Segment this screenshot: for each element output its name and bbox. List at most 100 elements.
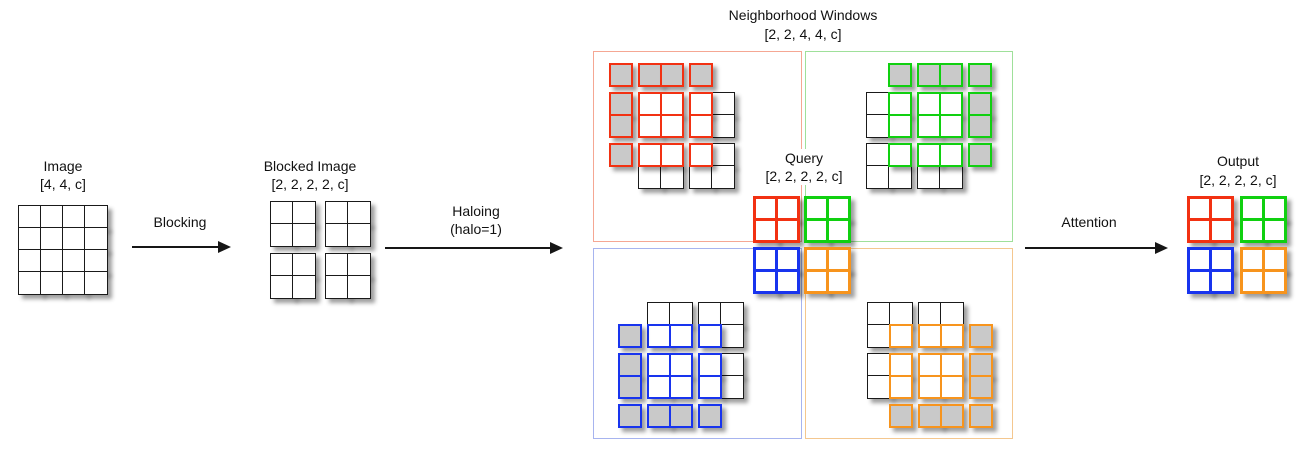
outside-window-cell	[866, 92, 890, 116]
attention-arrow-head	[1155, 242, 1168, 254]
halo-pad-cell	[968, 143, 992, 167]
window-cell	[669, 324, 693, 348]
query-shape: [2, 2, 2, 2, c]	[765, 168, 843, 184]
window-cell	[939, 114, 963, 138]
window-cell	[698, 353, 722, 377]
outside-window-cell	[40, 205, 64, 229]
output-shape: [2, 2, 2, 2, c]	[1199, 172, 1277, 188]
halo-pad-cell	[618, 375, 642, 399]
window-frame-top-right	[805, 51, 1013, 242]
window-cell	[660, 92, 684, 116]
halo-pad-cell	[698, 404, 722, 428]
window-cell	[888, 92, 912, 116]
window-cell	[940, 353, 964, 377]
outside-window-cell	[270, 275, 294, 299]
halo-pad-cell	[609, 114, 633, 138]
halo-pad-cell	[660, 63, 684, 87]
window-cell	[775, 269, 800, 294]
query-title: Query	[784, 150, 824, 166]
outside-window-cell	[84, 227, 108, 251]
outside-window-cell	[711, 165, 735, 189]
blocking-arrow-head	[218, 241, 231, 253]
query-label: Query [2, 2, 2, 2, c]	[750, 149, 858, 185]
haloing-subtext: (halo=1)	[450, 221, 502, 237]
window-cell	[698, 324, 722, 348]
outside-window-cell	[917, 165, 941, 189]
outside-window-cell	[40, 271, 64, 295]
halo-pad-cell	[968, 92, 992, 116]
outside-window-cell	[325, 201, 349, 225]
neighborhood-windows-shape: [2, 2, 4, 4, c]	[764, 26, 842, 42]
window-cell	[638, 114, 662, 138]
outside-window-cell	[888, 165, 912, 189]
attention-arrow-label: Attention	[1039, 213, 1139, 231]
outside-window-cell	[660, 165, 684, 189]
window-cell	[660, 114, 684, 138]
outside-window-cell	[867, 375, 891, 399]
window-cell	[647, 375, 671, 399]
halo-pad-cell	[917, 63, 941, 87]
window-cell	[1209, 196, 1234, 221]
image-shape: [4, 4, c]	[40, 176, 86, 192]
halo-pad-cell	[969, 324, 993, 348]
outside-window-cell	[270, 223, 294, 247]
attention-text: Attention	[1061, 214, 1117, 230]
window-cell	[917, 143, 941, 167]
halo-pad-cell	[638, 63, 662, 87]
halo-pad-cell	[968, 114, 992, 138]
window-frame-top-left	[593, 51, 802, 242]
window-cell	[638, 92, 662, 116]
outside-window-cell	[711, 143, 735, 167]
outside-window-cell	[866, 143, 890, 167]
outside-window-cell	[292, 201, 316, 225]
window-cell	[889, 375, 913, 399]
window-cell	[939, 92, 963, 116]
window-cell	[1262, 247, 1287, 272]
outside-window-cell	[292, 275, 316, 299]
window-cell	[1262, 218, 1287, 243]
window-cell	[804, 269, 829, 294]
window-cell	[917, 114, 941, 138]
haloing-text: Haloing	[452, 203, 500, 219]
halo-pad-cell	[689, 63, 713, 87]
outside-window-cell	[84, 271, 108, 295]
neighborhood-windows-label: Neighborhood Windows [2, 2, 4, 4, c]	[703, 6, 903, 44]
window-cell	[660, 143, 684, 167]
halo-pad-cell	[609, 143, 633, 167]
outside-window-cell	[866, 165, 890, 189]
window-cell	[647, 324, 671, 348]
outside-window-cell	[918, 302, 942, 326]
outside-window-cell	[62, 205, 86, 229]
haloing-arrow-head	[550, 242, 563, 254]
outside-window-cell	[940, 302, 964, 326]
window-cell	[1187, 218, 1212, 243]
outside-window-cell	[720, 353, 744, 377]
outside-window-cell	[867, 302, 891, 326]
outside-window-cell	[84, 205, 108, 229]
window-cell	[669, 353, 693, 377]
outside-window-cell	[711, 92, 735, 116]
halo-pad-cell	[969, 404, 993, 428]
halo-pad-cell	[609, 63, 633, 87]
outside-window-cell	[325, 223, 349, 247]
outside-window-cell	[18, 227, 42, 251]
outside-window-cell	[84, 249, 108, 273]
image-label: Image [4, 4, c]	[13, 157, 113, 193]
window-cell	[940, 375, 964, 399]
halo-pad-cell	[888, 63, 912, 87]
blocked-image-shape: [2, 2, 2, 2, c]	[271, 176, 349, 192]
window-cell	[939, 143, 963, 167]
halo-pad-cell	[889, 404, 913, 428]
outside-window-cell	[698, 302, 722, 326]
halo-pad-cell	[609, 92, 633, 116]
image-title: Image	[43, 158, 83, 174]
window-cell	[775, 247, 800, 272]
halo-pad-cell	[669, 404, 693, 428]
window-cell	[918, 324, 942, 348]
outside-window-cell	[889, 302, 913, 326]
outside-window-cell	[720, 302, 744, 326]
window-cell	[918, 353, 942, 377]
halo-pad-cell	[647, 404, 671, 428]
window-cell	[689, 92, 713, 116]
attention-arrow	[1025, 247, 1157, 249]
